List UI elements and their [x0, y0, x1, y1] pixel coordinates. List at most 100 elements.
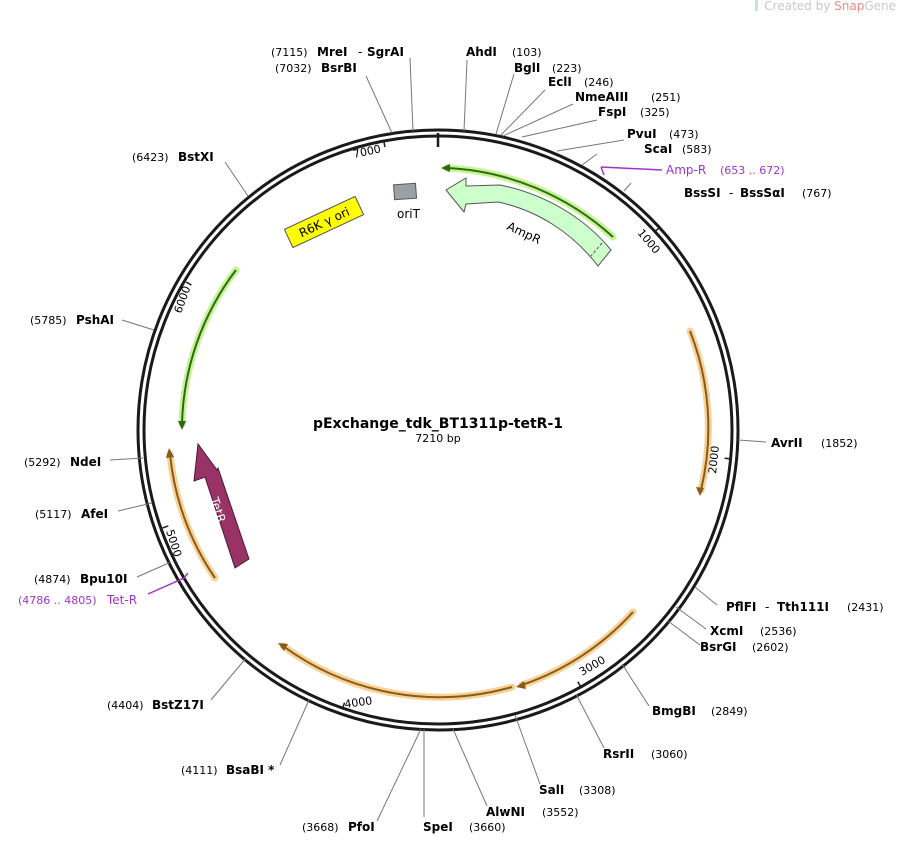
svg-text:Bpu10I: Bpu10I — [80, 572, 127, 586]
plasmid-size: 7210 bp — [415, 432, 460, 445]
svg-text:(767): (767) — [802, 187, 832, 200]
credit-brand-b: Gene — [864, 0, 896, 13]
site-avrii: AvrII (1852) — [771, 436, 858, 450]
site-pfoi: (3668) PfoI — [302, 820, 375, 834]
svg-text:BsrGI: BsrGI — [700, 640, 737, 654]
site-rsrii: RsrII (3060) — [603, 747, 688, 761]
svg-text:(103): (103) — [512, 46, 542, 59]
svg-text:FspI: FspI — [598, 105, 626, 119]
tick-7000: 7000 — [352, 140, 386, 161]
site-ahdi: AhdI (103) — [466, 45, 542, 59]
svg-text:EclI: EclI — [548, 75, 572, 89]
site-bstz17i: (4404) BstZ17I — [107, 698, 204, 712]
orf-tetr-arc — [166, 448, 219, 582]
svg-text:NdeI: NdeI — [70, 455, 101, 469]
svg-text:(3060): (3060) — [651, 748, 688, 761]
svg-text:RsrII: RsrII — [603, 747, 634, 761]
site-bgli: BglI (223) — [514, 61, 582, 75]
tick-1000: 1000 — [635, 227, 663, 257]
site-bsabi: (4111) BsaBI * — [181, 763, 275, 777]
svg-text:(2431): (2431) — [847, 601, 884, 614]
svg-text:(3308): (3308) — [579, 784, 616, 797]
orf-ampr-arc — [441, 164, 617, 241]
svg-text:(4786 .. 4805): (4786 .. 4805) — [18, 594, 97, 607]
svg-text:(246): (246) — [584, 76, 614, 89]
feature-ampr: AmpR — [445, 177, 612, 267]
orf-bottom-arc — [278, 642, 516, 701]
svg-text:AlwNI: AlwNI — [486, 805, 525, 819]
svg-text:oriT: oriT — [397, 207, 421, 221]
svg-text:PfoI: PfoI — [348, 820, 375, 834]
site-ecli: EclI (246) — [548, 75, 614, 89]
site-scai: ScaI (583) — [644, 142, 712, 156]
svg-text:-: - — [765, 600, 769, 614]
svg-text:(2602): (2602) — [752, 641, 789, 654]
svg-text:BglI: BglI — [514, 61, 540, 75]
credit-brand-a: Snap — [834, 0, 865, 13]
svg-text:4000: 4000 — [344, 694, 374, 711]
svg-text:(5117): (5117) — [35, 508, 72, 521]
svg-text:BstZ17I: BstZ17I — [152, 698, 204, 712]
svg-text:-: - — [358, 45, 362, 59]
svg-text:BssSαI: BssSαI — [740, 186, 785, 200]
tick-4000: 4000 — [341, 694, 374, 711]
site-bsssi-bsssai: BssSI - BssSαI (767) — [684, 186, 832, 200]
svg-text:MreI: MreI — [317, 45, 347, 59]
svg-text:(4111): (4111) — [181, 764, 218, 777]
svg-text:(5785): (5785) — [30, 314, 67, 327]
site-afei: (5117) AfeI — [35, 507, 108, 521]
svg-text:7000: 7000 — [352, 142, 382, 161]
svg-text:(3552): (3552) — [542, 806, 579, 819]
svg-text:SgrAI: SgrAI — [367, 45, 404, 59]
svg-text:(653 .. 672): (653 .. 672) — [720, 164, 785, 177]
svg-text:Amp-R: Amp-R — [666, 163, 706, 177]
site-mrei-sgrai: (7115) MreI - SgrAI — [271, 45, 404, 59]
site-spei: SpeI (3660) — [423, 820, 506, 834]
site-nmeaiii: NmeAIII (251) — [575, 90, 681, 104]
svg-text:(4874): (4874) — [34, 573, 71, 586]
svg-text:SpeI: SpeI — [423, 820, 453, 834]
svg-text:(7032): (7032) — [275, 62, 312, 75]
svg-text:BstXI: BstXI — [178, 150, 214, 164]
svg-text:(4404): (4404) — [107, 699, 144, 712]
site-pshai: (5785) PshAI — [30, 313, 114, 327]
svg-text:(1852): (1852) — [821, 437, 858, 450]
leader-lines — [109, 57, 767, 822]
site-bpu10i: (4874) Bpu10I — [34, 572, 127, 586]
svg-text:XcmI: XcmI — [710, 624, 743, 638]
svg-text:BssSI: BssSI — [684, 186, 721, 200]
feature-r6k-ori: R6K γ ori — [283, 195, 365, 249]
svg-text:(583): (583) — [682, 143, 712, 156]
svg-text:BsaBI *: BsaBI * — [226, 763, 275, 777]
svg-text:ScaI: ScaI — [644, 142, 672, 156]
svg-text:NmeAIII: NmeAIII — [575, 90, 628, 104]
svg-text:(251): (251) — [651, 91, 681, 104]
svg-text:AhdI: AhdI — [466, 45, 497, 59]
svg-text:AvrII: AvrII — [771, 436, 803, 450]
svg-text:(2849): (2849) — [711, 705, 748, 718]
feature-tetr: TetR — [193, 442, 250, 569]
svg-text:(473): (473) — [669, 128, 699, 141]
svg-text:(5292): (5292) — [24, 456, 61, 469]
svg-text:(325): (325) — [640, 106, 670, 119]
backbone-outer — [136, 128, 740, 732]
svg-text:1000: 1000 — [635, 227, 663, 257]
svg-text:AmpR: AmpR — [505, 219, 543, 247]
orf-left-arc — [178, 266, 240, 430]
site-pflfi-tth111i: PflFI - Tth111I (2431) — [726, 600, 884, 614]
svg-text:(223): (223) — [552, 62, 582, 75]
svg-text:PvuI: PvuI — [627, 127, 657, 141]
site-bstxi: (6423) BstXI — [132, 150, 214, 164]
plasmid-name: pExchange_tdk_BT1311p-tetR-1 — [313, 416, 563, 432]
orf-lower-right-arc — [516, 608, 637, 689]
credit-prefix: Created by — [764, 0, 835, 13]
svg-text:AfeI: AfeI — [81, 507, 108, 521]
site-sali: SalI (3308) — [539, 783, 616, 797]
site-alwni: AlwNI (3552) — [486, 805, 579, 819]
primer-amp-r: Amp-R (653 .. 672) — [600, 163, 785, 177]
svg-text:(2536): (2536) — [760, 625, 797, 638]
site-xcmi: XcmI (2536) — [710, 624, 797, 638]
site-ndei: (5292) NdeI — [24, 455, 101, 469]
svg-text:Tth111I: Tth111I — [777, 600, 829, 614]
site-bsrgi: BsrGI (2602) — [700, 640, 789, 654]
